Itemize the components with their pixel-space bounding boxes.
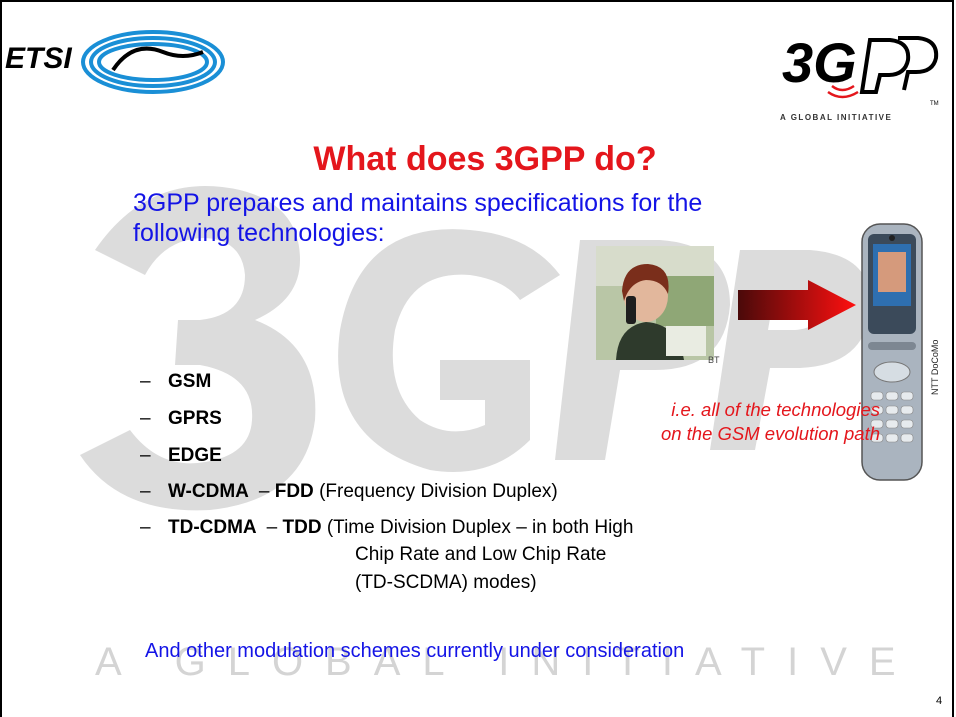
3gpp-logo: 3G TM A GLOBAL INITIATIVE (770, 20, 950, 130)
phone-credit: NTT DoCoMo (930, 339, 940, 395)
bullet-gprs: –GPRS (140, 407, 222, 431)
bullet-mode: FDD (274, 481, 314, 502)
slide-title: What does 3GPP do? (313, 140, 657, 178)
svg-text:A GLOBAL INITIATIVE: A GLOBAL INITIATIVE (780, 113, 892, 122)
mobile-phone-image (858, 222, 926, 484)
bullet-mode: TDD (282, 517, 322, 538)
evolution-caption: i.e. all of the technologies on the GSM … (560, 398, 880, 446)
intro-line-2: following technologies: (133, 219, 385, 247)
bullet-detail: (Frequency Division Duplex) (313, 481, 558, 502)
bullet-dash: – (140, 408, 151, 429)
bullet-dash: – (140, 517, 151, 538)
bullet-name: GPRS (168, 408, 222, 429)
intro-line-1: 3GPP prepares and maintains specificatio… (133, 189, 703, 217)
bullet-name: TD-CDMA (168, 517, 257, 538)
intro-text: 3GPP prepares and maintains specificatio… (133, 188, 893, 248)
caption-line-1: i.e. all of the technologies (671, 399, 880, 420)
evolution-arrow (738, 280, 858, 330)
caption-line-2: on the GSM evolution path (660, 423, 880, 444)
bullet-gsm: –GSM (140, 370, 211, 394)
svg-text:ETSI: ETSI (5, 42, 72, 75)
bullet-name: GSM (168, 371, 212, 392)
bullet-dash: – (140, 371, 151, 392)
bullet-separator: – (266, 517, 283, 538)
svg-text:3G: 3G (782, 31, 857, 94)
page-number: 4 (936, 695, 943, 707)
bullet-wcdma: –W-CDMA– FDD (Frequency Division Duplex) (140, 480, 558, 504)
bullet-tdcdma: –TD-CDMA– TDD (Time Division Duplex – in… (140, 516, 633, 540)
bullet-name: EDGE (168, 445, 222, 466)
bullet-separator: – (258, 481, 275, 502)
bullet-dash: – (140, 445, 151, 466)
svg-text:TM: TM (930, 101, 939, 107)
photo-credit: BT (708, 355, 720, 365)
svg-text:A GLOBAL INITIATIVE: A GLOBAL INITIATIVE (95, 640, 918, 684)
etsi-logo: ETSI (3, 22, 233, 97)
bullet-dash: – (140, 481, 151, 502)
bullet-continuation-2: (TD-SCDMA) modes) (355, 572, 537, 593)
person-phone-photo (596, 246, 714, 360)
bullet-name: W-CDMA (168, 481, 249, 502)
bullet-detail: (Time Division Duplex – in both High (321, 517, 634, 538)
bullet-continuation-1: Chip Rate and Low Chip Rate (355, 544, 607, 565)
closing-text: And other modulation schemes currently u… (145, 640, 685, 662)
bullet-edge: –EDGE (140, 444, 222, 468)
